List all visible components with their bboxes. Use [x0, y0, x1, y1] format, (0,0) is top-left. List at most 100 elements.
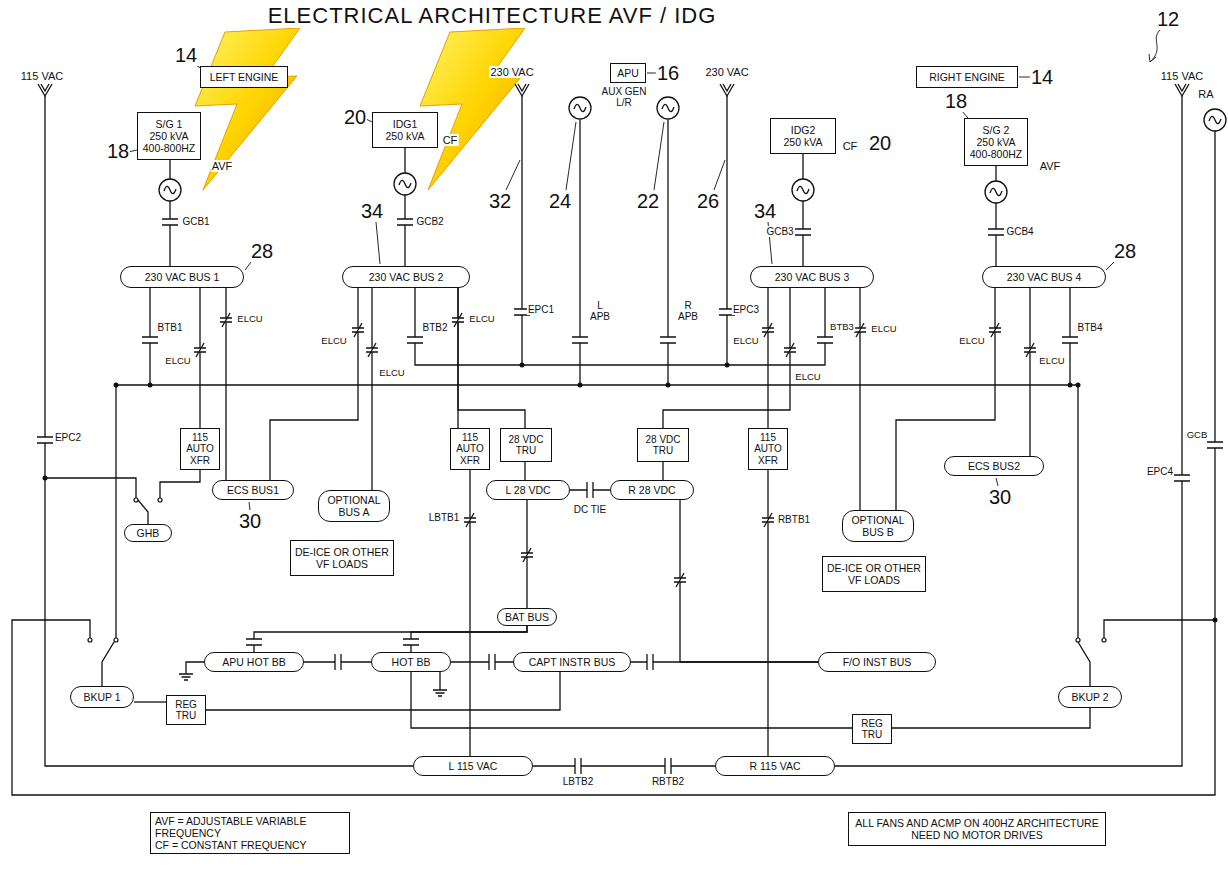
- callout-number: 14: [1030, 66, 1054, 88]
- node-text: 250 kVA: [150, 130, 189, 142]
- symbol-group: [394, 173, 416, 195]
- symbol-group: [854, 323, 866, 337]
- bus-bar: L 28 VDC: [486, 480, 570, 500]
- lightning-bolt: [195, 28, 525, 190]
- component-label: RA: [1197, 88, 1214, 100]
- symbol-group: [720, 84, 734, 96]
- component-label: 230 VAC: [704, 66, 749, 78]
- component-label: BTB1: [156, 322, 183, 333]
- symbol-group: [366, 343, 378, 357]
- node-text: 230 VAC BUS 3: [775, 271, 850, 283]
- leader-line: [506, 122, 725, 190]
- junction-dot: [666, 383, 671, 388]
- node-text: 115 AUTO XFR: [455, 432, 485, 467]
- symbol-group: [792, 179, 814, 201]
- node-text: LEFT ENGINE: [210, 71, 279, 83]
- component-label: ELCU: [164, 356, 191, 366]
- component-label: GCB3: [765, 226, 794, 237]
- callout-number: 32: [488, 190, 512, 212]
- rectifier-box: 28 VDC TRU: [637, 428, 689, 462]
- rectifier-box: REG TRU: [166, 695, 206, 725]
- wire: [116, 288, 1078, 638]
- component-label: LBTB1: [428, 512, 461, 523]
- symbol-group: [762, 513, 774, 527]
- leader-line: [245, 222, 1118, 510]
- transformer-box: 115 AUTO XFR: [180, 428, 220, 470]
- switch-contact: [114, 638, 118, 642]
- symbol-group: [452, 313, 464, 327]
- symbol-group: [988, 229, 1004, 235]
- symbol-group: [657, 97, 679, 119]
- feeder-wire: [134, 701, 166, 702]
- node-text: ECS BUS2: [968, 460, 1020, 472]
- feeder-wire: [254, 626, 527, 652]
- node-text: R 115 VAC: [750, 760, 801, 772]
- component-label: GCB2: [415, 216, 444, 227]
- feeder-wire: [469, 470, 470, 756]
- junction-dot: [114, 383, 119, 388]
- node-text: 28 VDC TRU: [642, 434, 684, 457]
- feeder-wire: [662, 462, 663, 480]
- symbol-group: [489, 654, 495, 670]
- component-label: EPC2: [54, 432, 82, 443]
- generator-box: IDG2250 kVA: [770, 118, 836, 154]
- bus-bar: 230 VAC BUS 2: [342, 266, 470, 288]
- feeder-wire: [451, 661, 513, 662]
- wire: [415, 288, 825, 365]
- node-text: BKUP 1: [83, 691, 120, 703]
- bus-bar: ECS BUS2: [944, 456, 1044, 476]
- node-text: IDG2: [791, 124, 816, 136]
- symbol-group: [179, 668, 193, 680]
- symbol-group: [335, 654, 341, 670]
- component-label: 230 VAC: [489, 66, 534, 78]
- component-label: CF: [842, 140, 859, 152]
- bus-bar: OPTIONAL BUS A: [318, 490, 390, 522]
- symbol-group: [403, 639, 419, 645]
- node-text: L 28 VDC: [505, 484, 550, 496]
- symbol-group: [989, 323, 1001, 337]
- symbol-group: [665, 758, 671, 774]
- bus-bar: OPTIONAL BUS B: [842, 510, 914, 542]
- symbol-group: [647, 654, 653, 670]
- node-text: ECS BUS1: [227, 484, 279, 496]
- symbol-group: [433, 684, 447, 696]
- junction-dot: [1076, 383, 1081, 388]
- symbol-group: [795, 229, 811, 235]
- node-text: REG TRU: [857, 718, 887, 741]
- node-text: 115 AUTO XFR: [185, 432, 215, 467]
- lightning-bolt: [195, 28, 300, 190]
- component-label: ELCU: [794, 372, 821, 382]
- symbol-group: [37, 84, 1226, 774]
- symbol-group: [572, 337, 588, 343]
- switch-contact: [158, 498, 162, 502]
- node-text: 400-800HZ: [143, 142, 196, 154]
- switch-contact: [134, 498, 138, 502]
- node-text: OPTIONAL BUS B: [847, 514, 909, 538]
- component-label: DC TIE: [573, 504, 608, 515]
- bus-bar: APU HOT BB: [204, 652, 304, 672]
- node-text: 28 VDC TRU: [505, 434, 547, 457]
- node-text: BAT BUS: [505, 611, 549, 623]
- component-label: ELCU: [958, 336, 985, 346]
- component-label: 115 VAC: [20, 70, 64, 82]
- node-text: DE-ICE OR OTHER VF LOADS: [827, 562, 921, 586]
- component-label: RBTB1: [777, 514, 811, 525]
- wire: [522, 96, 727, 385]
- callout-number: 16: [656, 62, 680, 84]
- diagram-title: ELECTRICAL ARCHITECTURE AVF / IDG: [267, 4, 718, 28]
- feeder-wire: [767, 288, 768, 428]
- leader-line: [128, 64, 1030, 152]
- wire: [102, 642, 1090, 686]
- callout-number: 34: [753, 200, 777, 222]
- symbol-group: [1204, 109, 1226, 131]
- symbol-group: [407, 337, 423, 343]
- symbol-group: [762, 323, 774, 337]
- legend-text: CF = CONSTANT FREQUENCY: [155, 839, 307, 851]
- bus-bar: BAT BUS: [497, 608, 557, 626]
- node-text: 250 kVA: [784, 136, 823, 148]
- callout-number: 30: [988, 486, 1012, 508]
- switch-contact: [88, 638, 92, 642]
- bus-bar: HOT BB: [371, 652, 451, 672]
- bus-bar: R 28 VDC: [610, 480, 694, 500]
- wire: [45, 96, 1182, 766]
